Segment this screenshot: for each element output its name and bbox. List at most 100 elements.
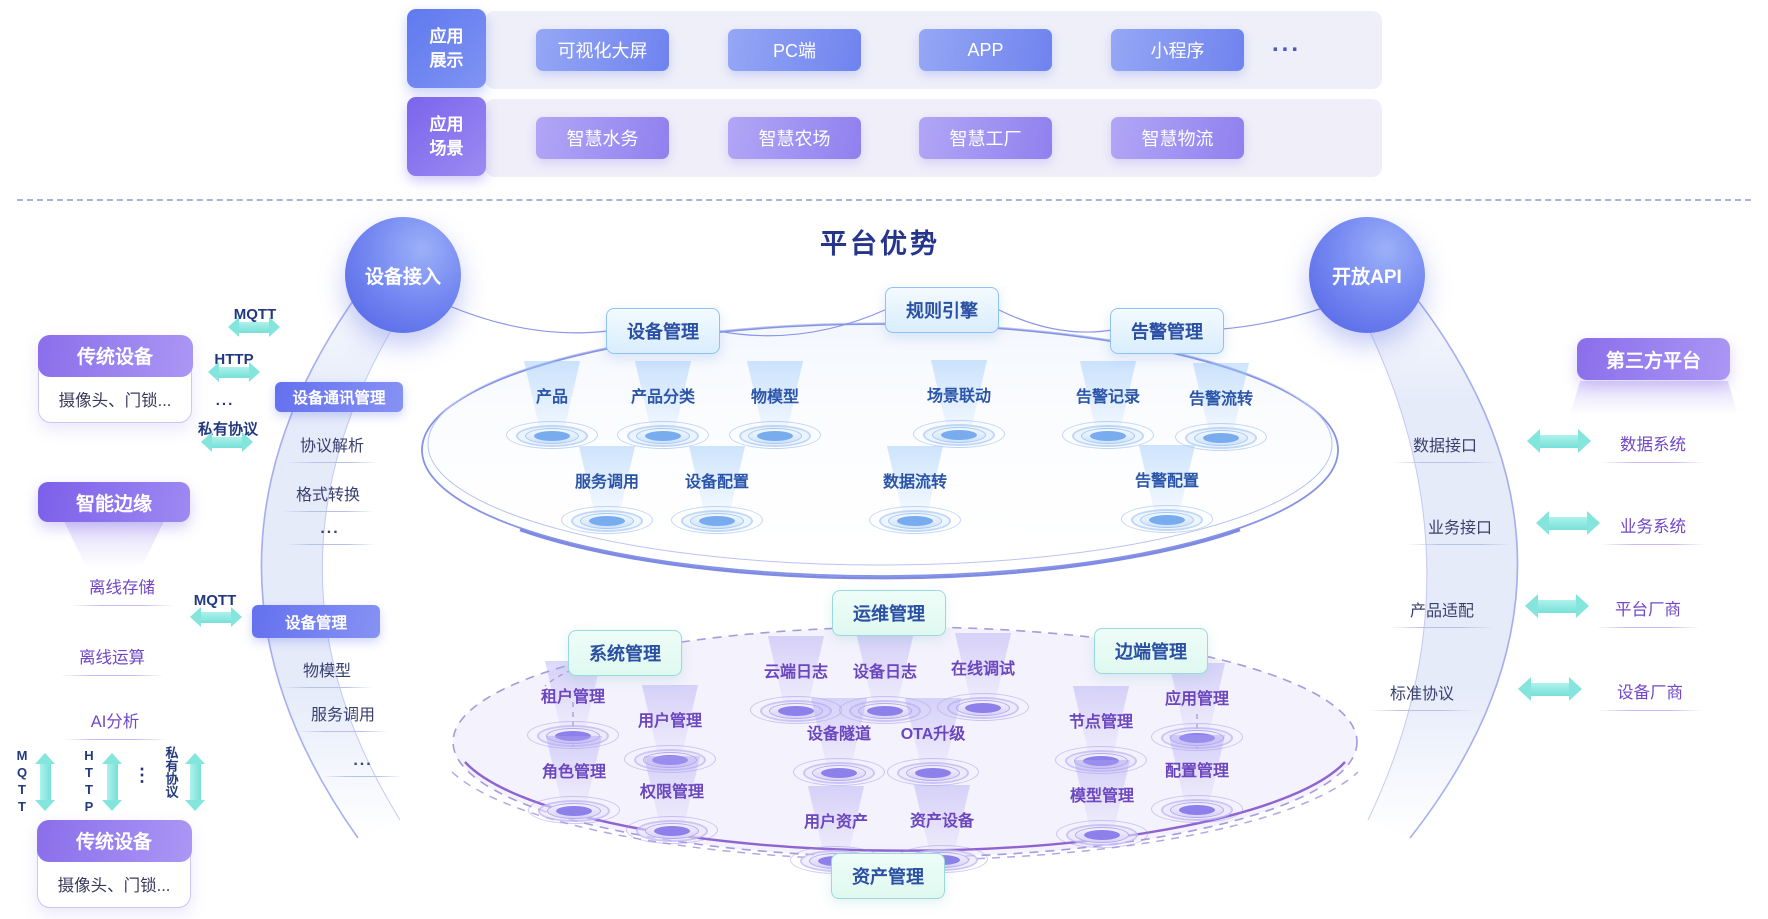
capability-item: 用户资产 [781,786,891,874]
api-item: 业务接口 [1408,514,1512,545]
smart-edge-button: 智能边缘 [38,482,190,522]
spotlight-disc-icon [839,696,931,724]
app-scene-item-factory[interactable]: 智慧工厂 [919,117,1052,159]
spotlight-disc-icon [624,745,716,773]
vertical-protocol-dots: ⋮ [133,765,151,785]
capability-item: OTA升级 [878,698,988,786]
protocol-label-http: HTTP [214,351,254,368]
spotlight-disc-icon [869,506,961,534]
capability-item: 设备隧道 [784,698,894,786]
capability-item: 物模型 [720,361,830,449]
capability-item: 云端日志 [741,636,851,724]
capability-item: 产品 [497,361,607,449]
capability-item: 告警流转 [1166,363,1276,451]
spotlight-disc-icon [1062,421,1154,449]
vertical-arrow-icon [185,753,205,811]
spotlight-disc-icon [1151,723,1243,751]
protocol-more-dots: ... [215,392,235,409]
mqtt-link-arrow-icon [190,607,242,627]
capability-item: 设备配置 [662,446,772,534]
external-item: 数据系统 [1601,431,1705,463]
vertical-protocol-http: HTTP [81,748,97,816]
spotlight-disc-icon [626,816,718,844]
app-display-item-app[interactable]: APP [919,29,1052,71]
api-item: 标准协议 [1370,680,1474,711]
capability-item: 节点管理 [1046,686,1156,774]
left-device-mgmt-item: 物模型 [281,657,373,688]
app-display-item-pc[interactable]: PC端 [728,29,861,71]
group-device-mgmt: 设备管理 [606,308,720,354]
traditional-device-title: 传统设备 [37,334,193,377]
spotlight-disc-icon [729,421,821,449]
app-display-item-dashboard[interactable]: 可视化大屏 [536,29,669,71]
spotlight-disc-icon [887,758,979,786]
http-arrow-icon [208,362,260,382]
traditional-device-title: 传统设备 [36,819,192,862]
spotlight-disc-icon [561,506,653,534]
capability-item: 权限管理 [617,756,727,844]
comm-mgmt-item: 协议解析 [286,432,378,463]
spotlight-disc-icon [1175,423,1267,451]
mqtt-arrow-icon [228,317,280,337]
capability-item: 在线调试 [928,633,1038,721]
group-rule-engine: 规则引擎 [885,287,999,333]
app-scene-item-water[interactable]: 智慧水务 [536,117,669,159]
smart-edge-item: 离线存储 [70,574,174,606]
spotlight-disc-icon [793,758,885,786]
capability-item: 场景联动 [904,360,1014,448]
third-party-beam [1570,381,1738,415]
group-ops-mgmt: 运维管理 [832,590,946,636]
open-api-circle: 开放API [1309,217,1425,333]
left-device-mgmt-item: 服务调用 [297,701,389,732]
spotlight-disc-icon [527,721,619,749]
group-edge-mgmt: 边端管理 [1094,628,1208,674]
group-asset-mgmt: 资产管理 [831,853,945,899]
device-access-circle: 设备接入 [345,217,461,333]
mqtt-link-label: MQTT [193,592,237,609]
protocol-label-mqtt: MQTT [233,306,277,323]
comm-mgmt-more: ... [284,520,376,545]
app-display-more-dots: ... [1272,30,1302,57]
app-scene-item-farm[interactable]: 智慧农场 [728,117,861,159]
capability-item: 产品分类 [608,361,718,449]
capability-item: 角色管理 [519,736,629,824]
vertical-arrow-icon [102,753,122,811]
spotlight-disc-icon [1056,820,1148,848]
group-system-mgmt: 系统管理 [568,630,682,676]
smart-edge-item: AI分析 [63,708,167,740]
left-device-mgmt-more: ... [323,752,403,777]
capability-item: 模型管理 [1047,760,1157,848]
api-item: 数据接口 [1393,432,1497,463]
spotlight-disc-icon [937,693,1029,721]
third-party-platform-card: 第三方平台 [1577,338,1730,380]
spotlight-disc-icon [750,696,842,724]
capability-item: 数据流转 [860,446,970,534]
smart-edge-item: 离线运算 [60,644,164,676]
spotlight-disc-icon [1151,795,1243,823]
capability-item: 配置管理 [1142,735,1252,823]
capability-item: 服务调用 [552,446,662,534]
spotlight-disc-icon [1121,505,1213,533]
comm-mgmt-box: 设备通讯管理 [275,382,403,412]
vertical-protocol-private: 私有协议 [163,746,179,798]
traditional-device-subtitle: 摄像头、门锁... [57,877,171,895]
app-display-row-label: 应用展示 [407,9,486,88]
spotlight-disc-icon [617,421,709,449]
exchange-arrow-icon [1527,429,1591,453]
vertical-arrow-icon [35,753,55,811]
spotlight-disc-icon [913,420,1005,448]
traditional-device-subtitle: 摄像头、门锁... [58,392,172,410]
external-item: 平台厂商 [1596,596,1700,628]
api-item: 产品适配 [1390,597,1494,628]
comm-mgmt-item: 格式转换 [282,481,374,512]
traditional-device-card-top: 传统设备 摄像头、门锁... [37,334,193,423]
vertical-protocol-mqtt: MQTT [14,748,30,816]
private-protocol-arrow-icon [201,432,253,452]
page-title: 平台优势 [820,229,940,259]
left-device-mgmt-box: 设备管理 [252,605,380,638]
section-divider [17,199,1751,201]
app-display-item-miniprogram[interactable]: 小程序 [1111,29,1244,71]
external-item: 设备厂商 [1598,679,1702,711]
app-scene-item-logistics[interactable]: 智慧物流 [1111,117,1244,159]
